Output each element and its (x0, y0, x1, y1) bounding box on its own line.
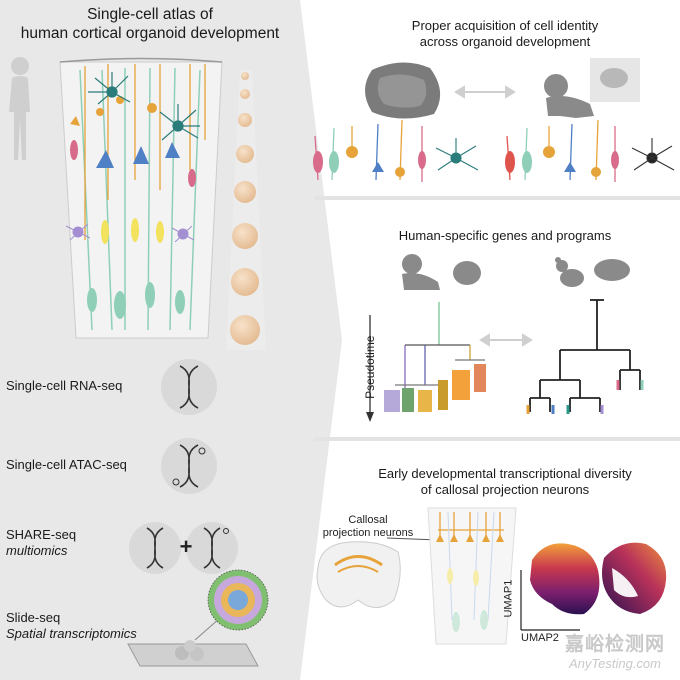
method-scrnaseq: Single-cell RNA-seq (6, 378, 122, 394)
organoid-small-icon (453, 261, 481, 285)
method-shareseq-sub: multiomics (6, 542, 68, 558)
cpn-title-line1: Early developmental transcriptional dive… (378, 466, 632, 481)
organoid-growth-series (226, 70, 266, 350)
umap-axes (520, 570, 580, 631)
pseudotime-axis (366, 315, 374, 422)
genes-title: Human-specific genes and programs (398, 228, 612, 243)
method-scatacseq-label: Single-cell ATAC-seq (6, 457, 127, 472)
method-scrnaseq-label: Single-cell RNA-seq (6, 378, 123, 393)
cpn-title-line2: of callosal projection neurons (420, 481, 590, 497)
cpn-callout-line1: Callosal (348, 514, 388, 526)
umap-x-label: UMAP2 (521, 632, 559, 644)
human-lineage-tree (384, 302, 486, 412)
baby-icon (544, 74, 594, 118)
slide-seq-icon (127, 569, 269, 667)
atlas-title-line1: Single-cell atlas of (87, 6, 213, 23)
cpn-callout: Callosal projection neurons (318, 514, 418, 540)
watermark-en: AnyTesting.com (568, 656, 661, 671)
method-slideseq: Slide-seq Spatial transcriptomics (6, 610, 137, 641)
cpn-title: Early developmental transcriptional dive… (330, 466, 680, 497)
human-silhouette-icon (9, 57, 30, 160)
organoid-3d-icon (365, 62, 441, 119)
mouse-icon (555, 257, 584, 287)
atlas-title: Single-cell atlas of human cortical orga… (0, 6, 300, 43)
umap-y-label: UMAP1 (502, 579, 515, 618)
double-arrow-icon (454, 85, 516, 99)
divider-2 (315, 437, 680, 441)
plus-sign: + (179, 534, 193, 559)
human-cell-types (505, 119, 675, 182)
cortex-tissue (59, 57, 223, 339)
method-icons (127, 359, 269, 667)
divider-1 (315, 196, 680, 200)
identity-title: Proper acquisition of cell identity acro… (330, 18, 680, 49)
method-scatacseq: Single-cell ATAC-seq (6, 457, 127, 473)
baby-small-icon (402, 254, 440, 290)
cpn-cortex-tissue (427, 507, 517, 645)
umap-plot-1 (530, 543, 600, 615)
mouse-brain-section (316, 541, 401, 608)
chevron-arrow (300, 0, 342, 680)
double-arrow-icon-2 (479, 333, 533, 347)
mouse-brain-icon (594, 259, 630, 281)
cpn-callout-line2: projection neurons (322, 527, 414, 540)
identity-title-line1: Proper acquisition of cell identity (411, 18, 599, 33)
method-shareseq-label: SHARE-seq (6, 527, 77, 542)
identity-title-line2: across organoid development (419, 33, 591, 49)
atlas-title-line2: human cortical organoid development (20, 24, 280, 42)
umap-plot-2 (602, 542, 667, 614)
method-slideseq-sub: Spatial transcriptomics (6, 625, 137, 641)
method-shareseq: SHARE-seq multiomics (6, 527, 76, 558)
pseudotime-label: Pseudotime (362, 335, 377, 399)
brain-icon (590, 58, 640, 102)
organoid-cell-types (313, 119, 479, 182)
method-slideseq-label: Slide-seq (6, 610, 61, 625)
watermark-cn: 嘉峪检测网 (564, 634, 665, 655)
mouse-lineage-tree (526, 299, 644, 414)
